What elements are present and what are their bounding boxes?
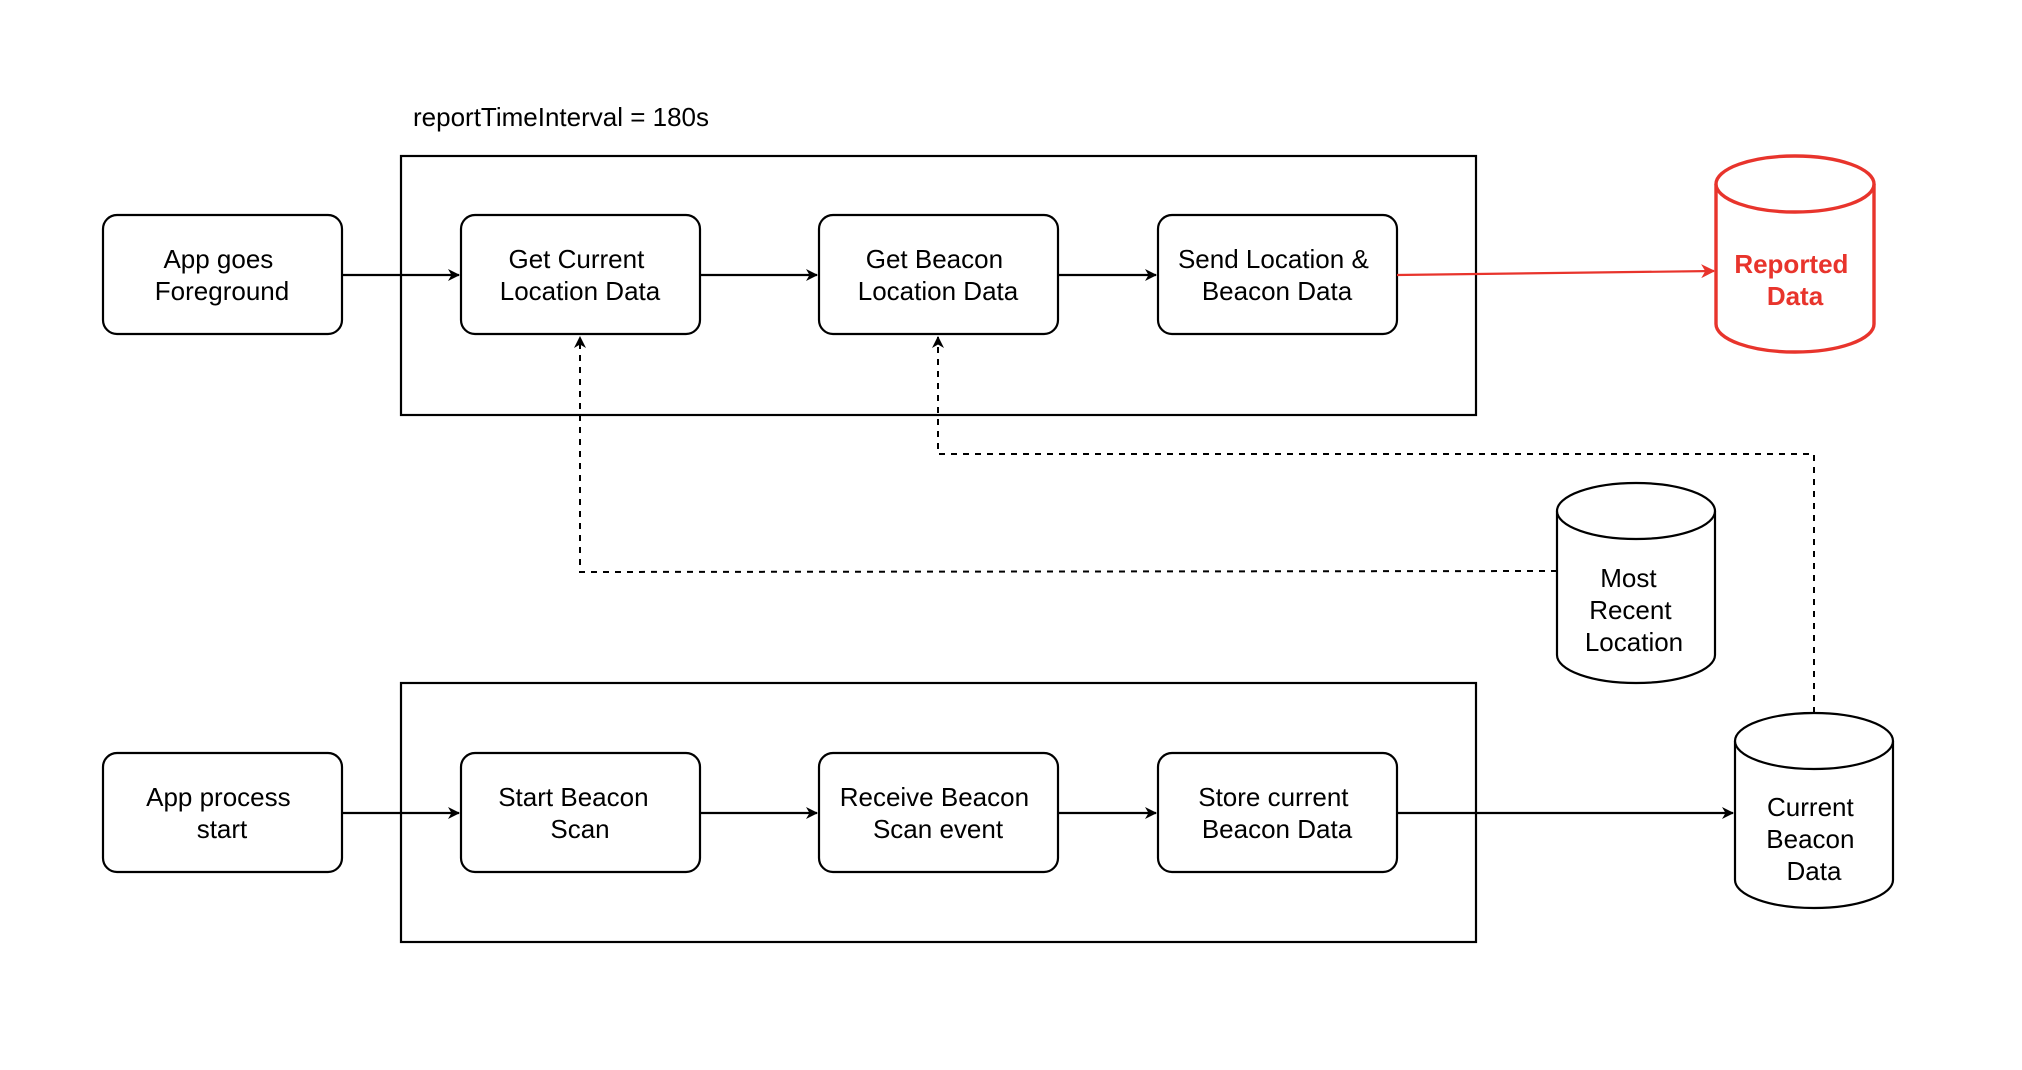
svg-text:App goes Foreground: App goes Foreground [155, 244, 289, 306]
svg-text:Get Beacon Location Data: Get Beacon Location Data [858, 244, 1019, 306]
arrow-send-to-reported [1396, 264, 1716, 279]
box-line: Beacon Data [1202, 276, 1353, 306]
svg-text:Current Beacon Dat: Current Beacon Data [1766, 792, 1861, 886]
report-interval-label: reportTimeInterval = 180s [413, 102, 709, 132]
current-beacon-data-store: Current Beacon Data [1733, 711, 1895, 910]
send-location-beacon-box: Send Location & Beacon Data [1156, 213, 1399, 336]
dashed-current-beacon-to-get-beacon [932, 336, 1815, 713]
store-current-beacon-box: Store current Beacon Data [1156, 751, 1399, 874]
store-line: Most [1600, 563, 1657, 593]
svg-text:Reported Data: Reported Data [1734, 249, 1855, 311]
box-line: Start Beacon [498, 782, 648, 812]
box-line: Foreground [155, 276, 289, 306]
box-line: Get Current [508, 244, 645, 274]
box-line: Send Location & [1178, 244, 1369, 274]
store-line: Recent [1589, 595, 1672, 625]
store-line: Reported [1734, 249, 1848, 279]
box-line: Location Data [500, 276, 661, 306]
box-line: App process [146, 782, 291, 812]
store-line: Data [1787, 856, 1842, 886]
get-current-location-box: Get Current Location Data [459, 213, 702, 336]
box-line: Store current [1198, 782, 1349, 812]
reported-data-store: Reported Data [1714, 154, 1876, 354]
box-line: Receive Beacon [840, 782, 1029, 812]
svg-text:Most Recent Locati: Most Recent Location [1585, 563, 1683, 657]
dashed-most-recent-to-get-location [574, 336, 1558, 574]
receive-beacon-scan-box: Receive Beacon Scan event [817, 751, 1060, 874]
svg-text:Store current Beacon Dat: Store current Beacon Data [1198, 782, 1356, 844]
app-goes-foreground-box: App goes Foreground [101, 213, 344, 336]
store-line: Current [1767, 792, 1854, 822]
box-line: Beacon Data [1202, 814, 1353, 844]
box-line: start [197, 814, 248, 844]
svg-text:Send Location & Beacon D: Send Location & Beacon Data [1178, 244, 1376, 306]
get-beacon-location-box: Get Beacon Location Data [817, 213, 1060, 336]
box-line: Get Beacon [866, 244, 1003, 274]
svg-text:Get Current Location Dat: Get Current Location Data [500, 244, 661, 306]
report-interval-group [399, 154, 1478, 417]
start-beacon-scan-box: Start Beacon Scan [459, 751, 702, 874]
box-line: Location Data [858, 276, 1019, 306]
svg-text:App process start: App process start [146, 782, 298, 844]
svg-text:Receive Beacon Scan even: Receive Beacon Scan event [840, 782, 1037, 844]
box-line: App goes [163, 244, 273, 274]
store-line: Beacon [1766, 824, 1854, 854]
box-line: Scan event [873, 814, 1004, 844]
svg-text:Start Beacon Scan: Start Beacon Scan [498, 782, 656, 844]
store-line: Location [1585, 627, 1683, 657]
app-process-start-box: App process start [101, 751, 344, 874]
most-recent-location-store: Most Recent Location [1555, 481, 1717, 685]
store-line: Data [1767, 281, 1824, 311]
box-line: Scan [550, 814, 609, 844]
